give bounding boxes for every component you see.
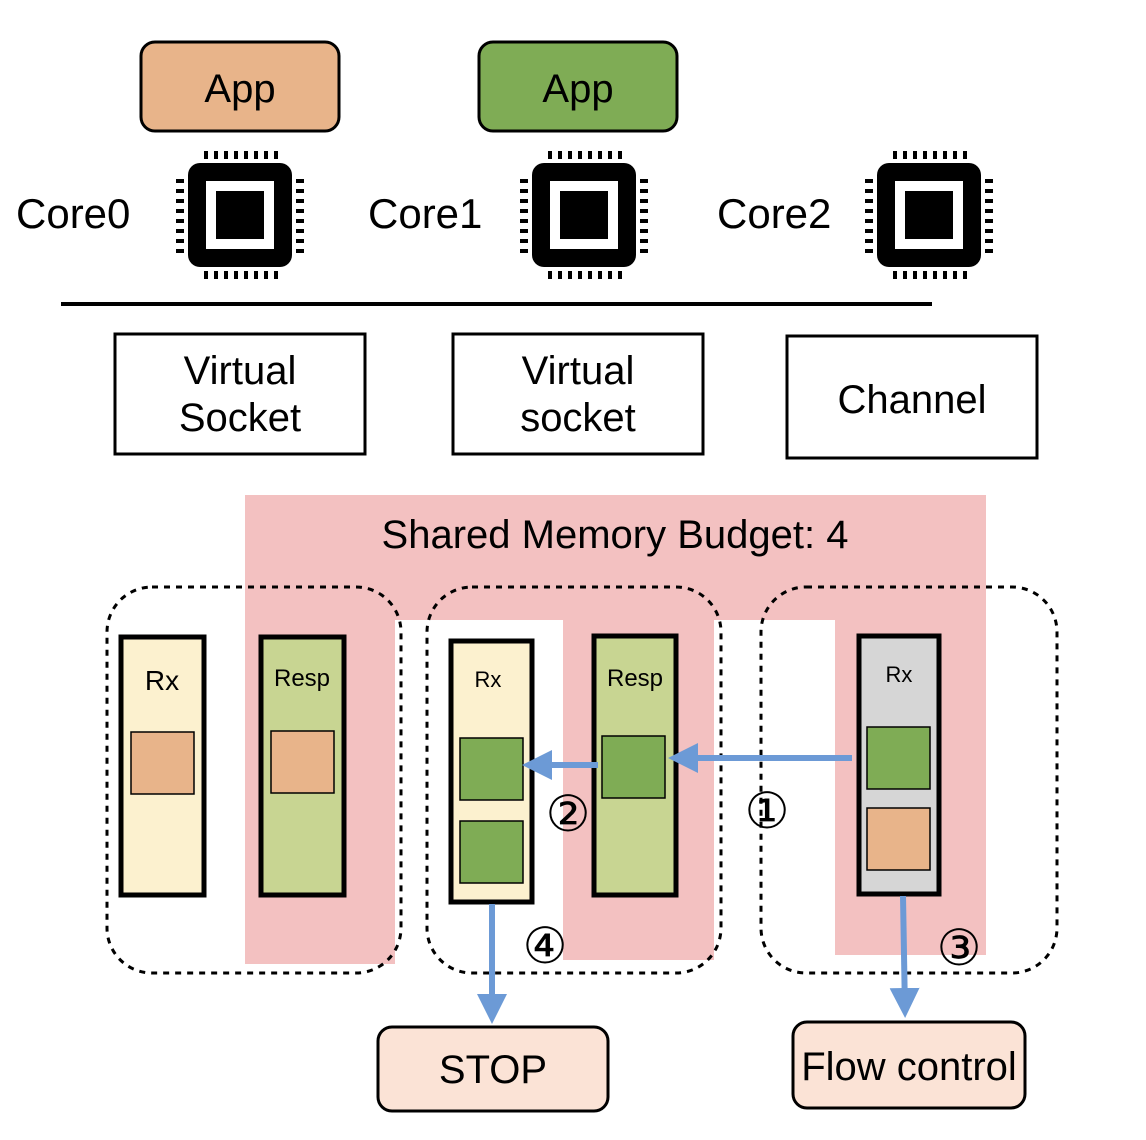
socket-group-1 — [425, 585, 723, 975]
buffer-label: Rx — [145, 665, 179, 696]
core-label-1: Core1 — [368, 190, 482, 237]
step-marker-3: ③ — [937, 920, 982, 976]
rx-buffer: Rx — [448, 638, 535, 905]
step-marker-1: ① — [745, 783, 790, 839]
cpu-chip-icon — [865, 151, 993, 279]
app-label: App — [204, 67, 275, 111]
rx-buffer: Rx — [118, 634, 207, 898]
cpu-chip-icon — [176, 151, 304, 279]
arrow-step-3 — [889, 895, 920, 1018]
buffer-item — [130, 731, 195, 795]
buffer-item — [866, 807, 931, 871]
socket-line2: Socket — [179, 396, 301, 440]
buffer-label: Resp — [607, 665, 663, 692]
shared-memory-label: Shared Memory Budget: 4 — [382, 513, 849, 557]
stop-label: STOP — [439, 1048, 547, 1092]
socket-line2: socket — [520, 396, 636, 440]
cpu-chip-icon — [520, 151, 648, 279]
app-box-0: App — [139, 40, 341, 133]
resp-buffer: Resp — [591, 633, 679, 898]
rx-buffer: Rx — [856, 633, 942, 897]
flow-control-box: Flow control — [791, 1020, 1027, 1110]
buffer-item — [270, 730, 335, 794]
buffer-item — [459, 737, 524, 801]
flow-control-label: Flow control — [801, 1045, 1017, 1089]
virtual-socket-box-0: Virtual Socket — [113, 332, 367, 456]
virtual-socket-box-1: Virtual socket — [451, 332, 705, 456]
buffer-item — [601, 735, 666, 799]
channel-box: Channel — [785, 334, 1039, 460]
socket-line1: Virtual — [522, 349, 635, 393]
core-label-2: Core2 — [717, 190, 831, 237]
step-marker-4: ④ — [523, 918, 568, 974]
buffer-label: Rx — [475, 667, 502, 692]
arrows — [477, 743, 920, 1024]
channel-label: Channel — [837, 378, 986, 422]
step-marker-2: ② — [546, 786, 591, 842]
buffer-item — [459, 820, 524, 884]
channel-group — [759, 585, 1059, 975]
socket-line1: Virtual — [184, 349, 297, 393]
app-label: App — [542, 67, 613, 111]
buffer-label: Rx — [886, 662, 913, 687]
core-label-0: Core0 — [16, 190, 130, 237]
buffer-item — [866, 726, 931, 790]
app-box-1: App — [477, 40, 679, 133]
socket-group-0 — [105, 585, 403, 975]
resp-buffer: Resp — [258, 634, 347, 898]
buffer-label: Resp — [274, 665, 330, 692]
stop-box: STOP — [376, 1025, 610, 1113]
